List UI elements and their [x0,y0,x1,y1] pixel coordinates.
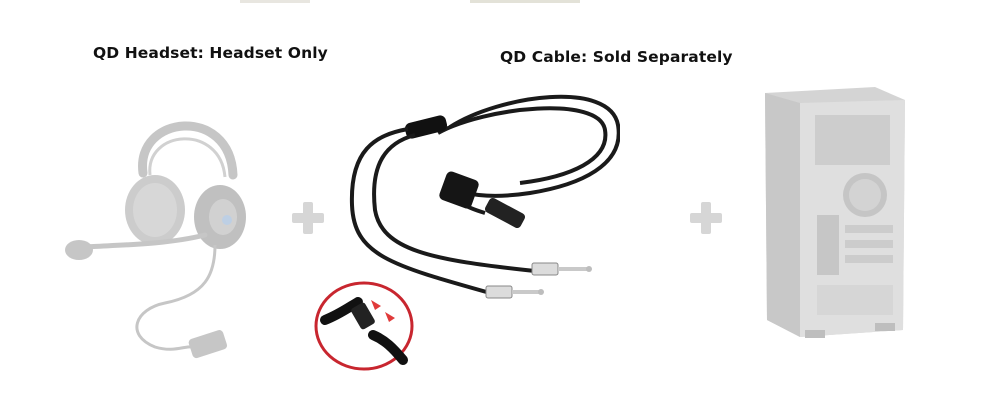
computer-tower-icon [765,87,905,338]
qd-connector-zoom-icon [314,281,414,371]
plus-icon [292,202,324,234]
qd-y-cable-icon [349,94,620,299]
top-edge-strip [240,0,580,3]
cable-caption: QD Cable: Sold Separately [500,48,733,66]
headset-icon [65,121,246,359]
plus-icon [690,202,722,234]
headset-caption: QD Headset: Headset Only [93,44,328,62]
